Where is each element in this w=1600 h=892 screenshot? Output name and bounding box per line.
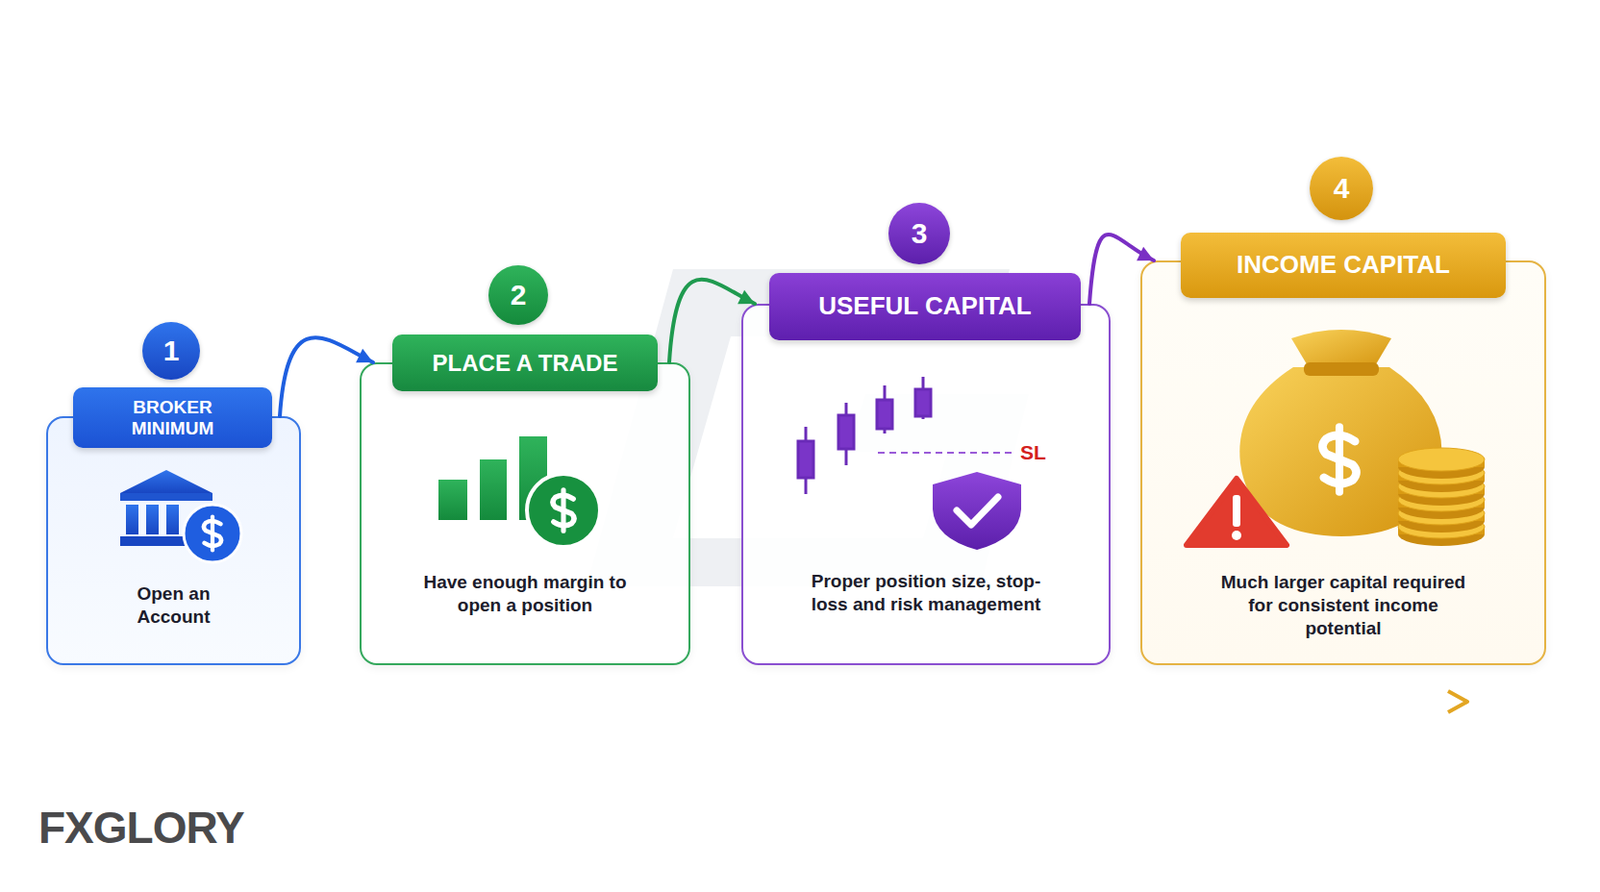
arrowhead [355,349,374,363]
description-text: Open an Account [111,582,237,629]
description-text: Much larger capital required for consist… [1211,571,1476,641]
stop-loss-label: SL [1020,441,1047,465]
step-card: INCOME CAPITALMuch larger capital requir… [1140,260,1547,666]
step-number: 4 [1309,156,1374,221]
step-description: Much larger capital required for consist… [1142,571,1545,641]
step-card: PLACE A TRADEHave enough margin to open … [359,362,691,666]
step-header: USEFUL CAPITAL [769,273,1081,341]
brand-logo: FXGLORY [38,801,245,854]
step-description: Open an Account [48,582,300,629]
header-text: PLACE A TRADE [432,350,619,377]
step-description: Proper position size, stop-loss and risk… [743,570,1109,617]
progress-line [66,700,1450,704]
arrowhead [737,290,755,304]
step-header: BROKER MINIMUM [73,387,273,449]
arrowhead [1136,247,1154,261]
step-header: INCOME CAPITAL [1180,232,1506,299]
description-text: Proper position size, stop-loss and risk… [805,570,1047,617]
progress-arrowhead [1448,691,1468,713]
header-text: USEFUL CAPITAL [818,292,1031,322]
step-description: Have enough margin to open a position [361,571,689,618]
step-number: 3 [888,202,950,265]
step-card: BROKER MINIMUMOpen an Account [46,416,301,666]
step-number: 2 [488,265,549,325]
step-number: 1 [142,322,200,380]
description-text: Have enough margin to open a position [407,571,644,618]
step-card: USEFUL CAPITALProper position size, stop… [741,303,1111,666]
header-text: BROKER MINIMUM [100,397,246,440]
step-header: PLACE A TRADE [392,334,658,392]
header-text: INCOME CAPITAL [1236,250,1450,280]
